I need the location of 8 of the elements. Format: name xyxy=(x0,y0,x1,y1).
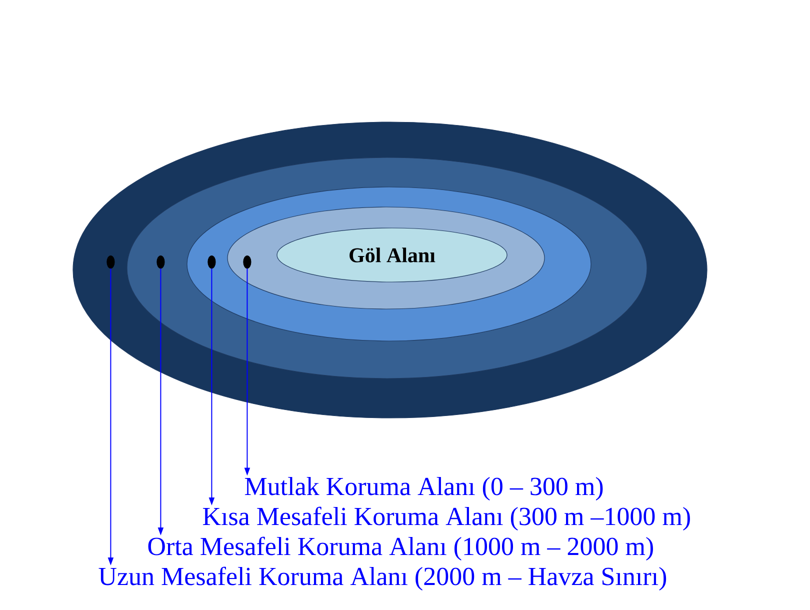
zone-label: Uzun Mesafeli Koruma Alanı (2000 m – Havza Sınırı) xyxy=(98,566,666,591)
dot-marker xyxy=(208,255,216,269)
dot-marker xyxy=(106,255,115,269)
zone-label: Kısa Mesafeli Koruma Alanı (300 m –1000 m) xyxy=(202,506,690,531)
dot-marker xyxy=(156,255,165,269)
dot-marker xyxy=(243,255,252,269)
zone-label: Mutlak Koruma Alanı (0 – 300 m) xyxy=(244,476,603,501)
zone-label: Orta Mesafeli Koruma Alanı (1000 m – 2000 m) xyxy=(148,536,653,561)
